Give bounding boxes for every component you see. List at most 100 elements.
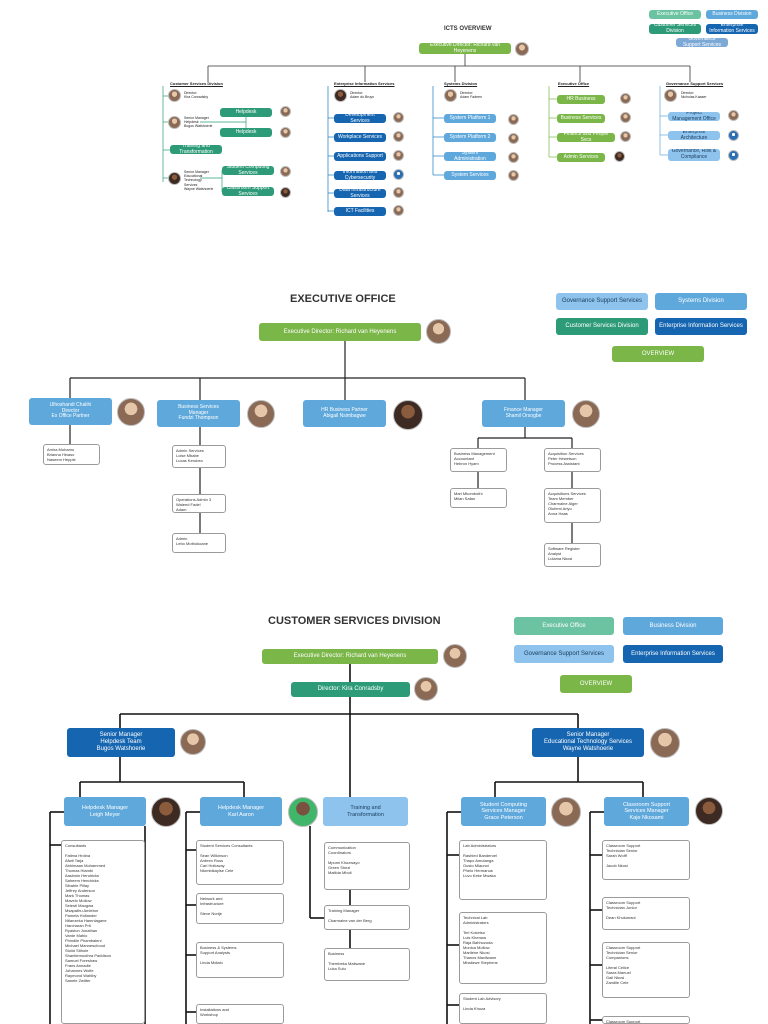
eis-avatar-4: [393, 169, 404, 180]
nav2-enterprise-info[interactable]: Enterprise Information Services: [655, 318, 747, 335]
eis-data-infra[interactable]: Data Infrastructure Services: [334, 189, 386, 198]
cs-senior2-avatar: [168, 172, 181, 185]
exec-office-title: EXECUTIVE OFFICE: [290, 293, 396, 305]
cs-student-computing[interactable]: Student Computing Services: [222, 166, 274, 175]
exec2-manager-1[interactable]: Ulhoshandi Chalihi Director Ex Office Pa…: [29, 398, 112, 425]
eis-avatar-3: [393, 150, 404, 161]
nav3-overview[interactable]: OVERVIEW: [560, 675, 632, 693]
sys-platform-2[interactable]: System Platform 2: [444, 133, 496, 142]
exec2-manager2-avatar: [247, 400, 275, 428]
nav-business-division[interactable]: Business Division: [706, 10, 758, 19]
cs-helpdesk2-avatar: [280, 127, 291, 138]
exec2-card-1: Amira Mohamo Brianna Hinaso Naseem Heppl…: [43, 444, 100, 465]
cs-css-avatar: [280, 187, 291, 198]
csd-list-training-manager: Training Manager Charmaine van der Berg: [324, 905, 410, 930]
gov-grc[interactable]: Governance, Risk & Compliance: [668, 149, 720, 161]
csd-list-network: Network and Infrastructure Steve Nortje: [196, 893, 284, 924]
nav2-overview[interactable]: OVERVIEW: [612, 346, 704, 362]
csd-senior-right[interactable]: Senior Manager Educational Technology Se…: [532, 728, 644, 757]
eis-avatar-2: [393, 131, 404, 142]
csd-title: CUSTOMER SERVICES DIVISION: [268, 615, 441, 627]
eo-avatar-1: [620, 93, 631, 104]
eo-avatar-3: [620, 131, 631, 142]
nav-governance[interactable]: Governance Support Services: [676, 38, 728, 47]
sys-avatar-1: [508, 114, 519, 125]
exec-director-avatar: [515, 42, 529, 56]
eo-business[interactable]: Business Services: [557, 114, 605, 123]
csd-manager-1[interactable]: Helpdesk Manager Leigh Meyer: [64, 797, 146, 826]
cs-senior1-label: Senior Manager Helpdesk Bugos Watshoerie: [184, 116, 213, 129]
eis-facilities[interactable]: ICT Facilities: [334, 207, 386, 216]
eo-admin[interactable]: Admin Services: [557, 153, 605, 162]
exec2-manager-2[interactable]: Business Services Manager Fundzi Thompso…: [157, 400, 240, 427]
nav3-governance[interactable]: Governance Support Services: [514, 645, 614, 663]
eo-finance[interactable]: Finance and People Svcs: [557, 133, 615, 142]
nav-executive-office[interactable]: Executive Office: [649, 10, 701, 19]
eis-applications[interactable]: Applications Support: [334, 152, 386, 161]
exec2-director-box: Executive Director: Richard van Heyenens: [259, 323, 421, 341]
cs-training[interactable]: Training and Transformation: [170, 145, 222, 154]
csd-director-box: Director: Kira Conradsby: [291, 682, 410, 697]
cs-classroom-support[interactable]: Classroom Support Services: [222, 187, 274, 196]
csd-manager-4[interactable]: Student Computing Services Manager Grace…: [461, 797, 546, 826]
csd-manager-2[interactable]: Helpdesk Manager Karl Aaron: [200, 797, 282, 826]
div-systems-header[interactable]: Systems Division: [444, 81, 478, 86]
sys-avatar-3: [508, 152, 519, 163]
exec2-manager1-avatar: [117, 398, 145, 426]
csd-director-avatar: [414, 677, 438, 701]
csd-manager4-avatar: [551, 797, 581, 827]
csd-list-classroom-senior: Classroom Support Technician Senior Sara…: [602, 840, 690, 880]
csd-manager-3[interactable]: Training and Transformation: [323, 797, 408, 826]
nav2-customer-services[interactable]: Customer Services Division: [556, 318, 648, 335]
sys-admin[interactable]: System Administration: [444, 152, 496, 161]
eis-workplace[interactable]: Workplace Services: [334, 133, 386, 142]
nav-customer-services[interactable]: Customer Services Division: [649, 24, 701, 34]
csd-list-business-systems: Business & Systems Support Analysts Lind…: [196, 942, 284, 978]
exec2-manager-3[interactable]: HR Business Partner Abigail Nsimbagwe: [303, 400, 386, 427]
csd-senior-left[interactable]: Senior Manager Helpdesk Team Bugos Watsh…: [67, 728, 175, 757]
cs-helpdesk1-avatar: [280, 106, 291, 117]
sys-avatar-2: [508, 133, 519, 144]
nav3-executive-office[interactable]: Executive Office: [514, 617, 614, 635]
cs-helpdesk-2[interactable]: Helpdesk: [220, 128, 272, 137]
csd-exec-avatar: [443, 644, 467, 668]
nav3-business-division[interactable]: Business Division: [623, 617, 723, 635]
csd-manager-5[interactable]: Classroom Support Services Manager Kaje …: [604, 797, 689, 826]
div-customer-services-header[interactable]: Customer Services Division: [170, 81, 223, 86]
nav2-systems[interactable]: Systems Division: [655, 293, 747, 310]
gov-architecture[interactable]: Enterprise Architecture: [668, 131, 720, 140]
sys-platform-1[interactable]: System Platform 1: [444, 114, 496, 123]
eo-hr[interactable]: HR Business: [557, 95, 605, 104]
div-exec-office-header[interactable]: Executive Office: [558, 81, 590, 86]
sys-avatar-4: [508, 170, 519, 181]
eis-infosec[interactable]: Information and Cybersecurity: [334, 171, 386, 180]
nav-enterprise-info[interactable]: Enterprise Information Services: [706, 24, 758, 34]
exec2-card-8: Acquisitions Services Team Member Charma…: [544, 488, 601, 523]
csd-list-student-services: Student Services Consultants Sean Wilkin…: [196, 840, 284, 885]
cs-senior2-label: Senior Manager Educational Technology Se…: [184, 170, 214, 191]
eis-development[interactable]: Development Services: [334, 114, 386, 123]
eo-avatar-4: [614, 151, 625, 162]
sys-services[interactable]: System Services: [444, 171, 496, 180]
eis-avatar-5: [393, 187, 404, 198]
eis-avatar-1: [393, 112, 404, 123]
div-eis-header[interactable]: Enterprise Information Services: [334, 81, 395, 86]
nav2-governance[interactable]: Governance Support Services: [556, 293, 648, 310]
nav3-enterprise-info[interactable]: Enterprise Information Services: [623, 645, 723, 663]
csd-list-installations: Installations and Workshop: [196, 1004, 284, 1024]
gov-pmo[interactable]: Project Management Office: [668, 112, 720, 121]
overview-title: ICTS OVERVIEW: [444, 26, 492, 32]
cs-helpdesk-1[interactable]: Helpdesk: [220, 108, 272, 117]
exec2-card-5: Business Management Accountant Hebron Hy…: [450, 448, 507, 472]
div-governance-header[interactable]: Governance Support Services: [666, 81, 724, 86]
exec2-card-3: Operations Admin 3 Waleed Fadel Adam: [172, 494, 226, 513]
csd-senior-left-avatar: [180, 729, 206, 755]
eo-avatar-2: [620, 112, 631, 123]
csd-list-classroom-companions: Classroom Support Technician Senior Comp…: [602, 942, 690, 998]
exec2-card-9: Software Register Analyst Lulama Nkosi: [544, 543, 601, 567]
csd-manager2-avatar: [288, 797, 318, 827]
csd-list-communication: Communication Coordinators Mpumi Khuzway…: [324, 842, 410, 890]
exec2-manager-4[interactable]: Finance Manager Shamil Orsogbe: [482, 400, 565, 427]
